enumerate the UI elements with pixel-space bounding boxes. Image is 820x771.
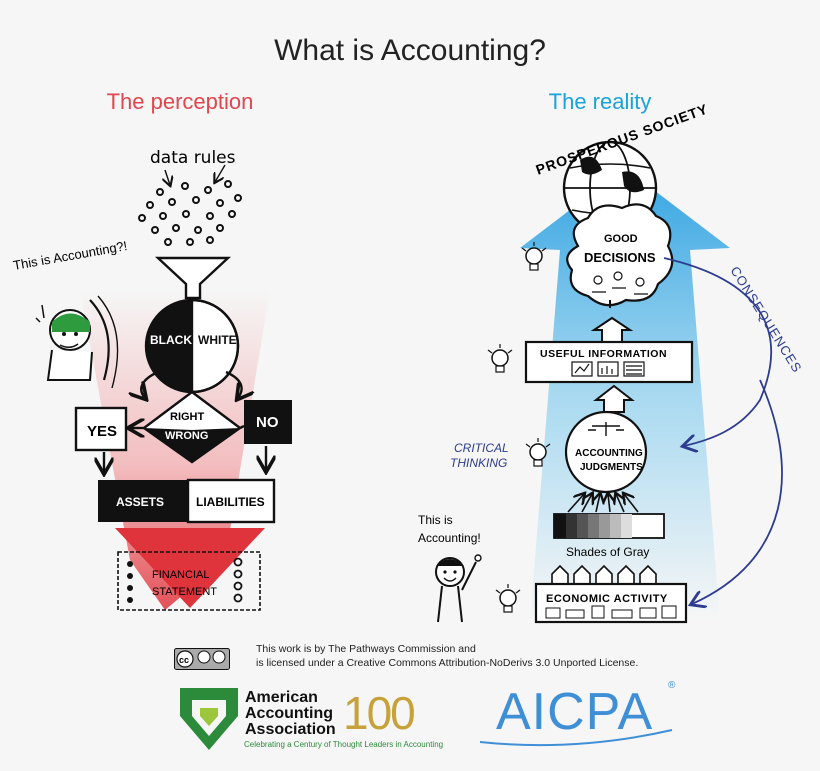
accounting-label: ACCOUNTING [575,448,643,459]
license-text: This work is by The Pathways Commission … [256,642,638,670]
houses-icons [551,564,657,584]
this-is-label-reality: This is [418,513,453,527]
black-label: BLACK [150,333,192,347]
diagram-canvas: data rules BLACK WHITE RIGHT WRONG [12,100,805,624]
arrow-up-to-decisions [590,316,634,343]
economic-activity-label: ECONOMIC ACTIVITY [546,593,668,605]
right-wrong-diamond-lower [144,428,240,462]
statement-circles [233,557,243,603]
aaa-name: American Accounting Association [245,690,336,738]
data-rules-label: data rules [150,148,236,168]
reality-panel: PROSPEROUS SOCIETY GOOD DECISIONS USEFUL… [418,100,805,624]
this-is-label: This is Accounting?! [12,238,128,273]
statement-label: STATEMENT [152,586,217,598]
registered-mark: ® [668,680,676,691]
good-label: GOOD [604,233,638,245]
aicpa-logo: AICPA [496,683,654,741]
statement-bullets [127,561,133,603]
no-label: NO [256,414,279,431]
lightbulb-icon-decisions [521,242,547,271]
aaa-line-3: Association [245,721,336,738]
accounting-exclaim-label: Accounting! [418,531,481,545]
assets-box [98,480,188,522]
aaa-line-1: American [245,689,318,706]
aicpa-swoosh [479,729,673,747]
scale-icon [588,422,624,436]
lightbulb-icon-economic [495,584,521,613]
assets-label: ASSETS [116,495,164,509]
aaa-100-logo: 100 [343,687,416,739]
perception-panel: data rules BLACK WHITE RIGHT WRONG [12,148,292,611]
aaa-line-2: Accounting [245,705,333,722]
happy-person-icon [435,554,482,623]
cc-label: cc [179,655,189,665]
lightbulb-icon-thinking [525,438,551,467]
reality-heading: The reality [548,89,652,114]
yes-label: YES [87,423,117,440]
liabilities-label: LIABILITIES [196,495,265,509]
confused-person-icon [35,295,119,389]
license-line-2: is licensed under a Creative Commons Att… [256,657,639,669]
shades-of-gray-bar [553,513,665,539]
consequences-arrow-to-economic [692,379,783,604]
right-label: RIGHT [170,411,205,423]
white-label: WHITE [198,333,237,347]
arrow-black-down [141,370,159,398]
page-title: What is Accounting? [274,34,546,67]
thinking-label: THINKING [450,456,507,470]
arrow-white-down [225,370,242,398]
perception-heading: The perception [106,89,254,114]
financial-statement-box [117,551,261,611]
this-is-accounting-question: This is Accounting?! [12,238,128,273]
report-icons [571,361,645,377]
no-box [244,400,292,444]
cc-by-nd-badge: cc [174,648,230,670]
data-dots [138,180,242,246]
shades-arrows [567,494,639,513]
license-line-1: This work is by The Pathways Commission … [256,643,476,655]
data-rules-arrow-2 [215,164,226,182]
people-meeting-icon [592,271,648,295]
economic-activity-box [534,582,688,624]
data-rules-arrow-1 [165,169,170,185]
decisions-label: DECISIONS [584,250,656,265]
judgments-label: JUDGMENTS [580,462,643,473]
critical-label: CRITICAL [454,441,509,455]
aaa-shield-logo [180,688,238,750]
useful-information-label: USEFUL INFORMATION [540,348,667,360]
lightbulb-icon-information [487,344,513,373]
liabilities-box [186,478,276,524]
consequences-arrow-to-judgments [663,257,773,446]
good-decisions-cloud: GOOD DECISIONS [566,203,674,307]
wrong-label: WRONG [165,430,208,442]
economy-sketch-icons [545,605,677,619]
arrow-to-no [239,424,245,430]
funnel-icon [154,256,232,300]
arrow-up-to-information [593,384,635,413]
black-white-circle: BLACK WHITE [144,298,240,394]
aaa-tagline: Celebrating a Century of Thought Leaders… [244,740,444,749]
financial-label: FINANCIAL [152,569,209,581]
consequences-label: CONSEQUENCES [727,264,805,376]
red-arrow-head [115,528,265,608]
shades-of-gray-label: Shades of Gray [566,545,649,559]
